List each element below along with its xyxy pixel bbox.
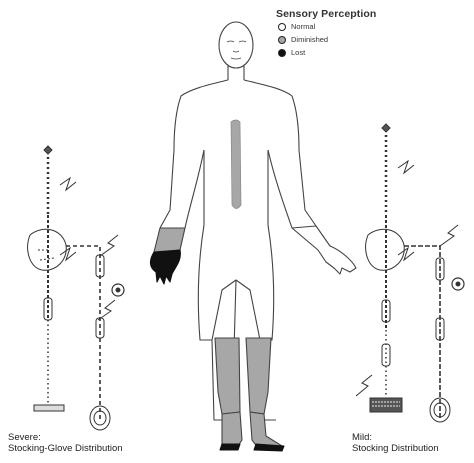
sensory-legend: Sensory Perception Normal Diminished Los… xyxy=(276,8,376,59)
caption-severe: Severe: Stocking-Glove Distribution xyxy=(8,432,123,454)
legend-dot-diminished xyxy=(278,36,286,44)
caption-mild-distribution: Stocking Distribution xyxy=(352,443,439,454)
left-leg-diminished xyxy=(215,338,240,414)
legend-label-diminished: Diminished xyxy=(291,35,328,44)
right-leg-diminished xyxy=(246,338,271,414)
human-figure xyxy=(150,22,356,451)
legend-item-lost: Lost xyxy=(276,47,376,59)
legend-item-diminished: Diminished xyxy=(276,34,376,46)
legend-title: Sensory Perception xyxy=(276,8,376,20)
caption-severe-distribution: Stocking-Glove Distribution xyxy=(8,443,123,454)
legend-dot-normal xyxy=(278,23,286,31)
legend-label-normal: Normal xyxy=(291,22,315,31)
caption-mild: Mild: Stocking Distribution xyxy=(352,432,439,454)
caption-mild-title: Mild: xyxy=(352,432,439,443)
left-nerve-schematic xyxy=(28,146,124,430)
figure-head xyxy=(219,22,253,68)
right-nerve-schematic xyxy=(356,124,464,422)
left-hand-lost xyxy=(150,250,180,284)
left-foot xyxy=(222,412,242,446)
legend-item-normal: Normal xyxy=(276,21,376,33)
legend-label-lost: Lost xyxy=(291,48,305,57)
caption-severe-title: Severe: xyxy=(8,432,123,443)
left-forearm-diminished xyxy=(154,228,185,252)
sternum-diminished xyxy=(231,120,241,209)
right-foot xyxy=(250,412,282,448)
legend-dot-lost xyxy=(278,49,286,57)
left-foot-lost xyxy=(220,444,240,450)
